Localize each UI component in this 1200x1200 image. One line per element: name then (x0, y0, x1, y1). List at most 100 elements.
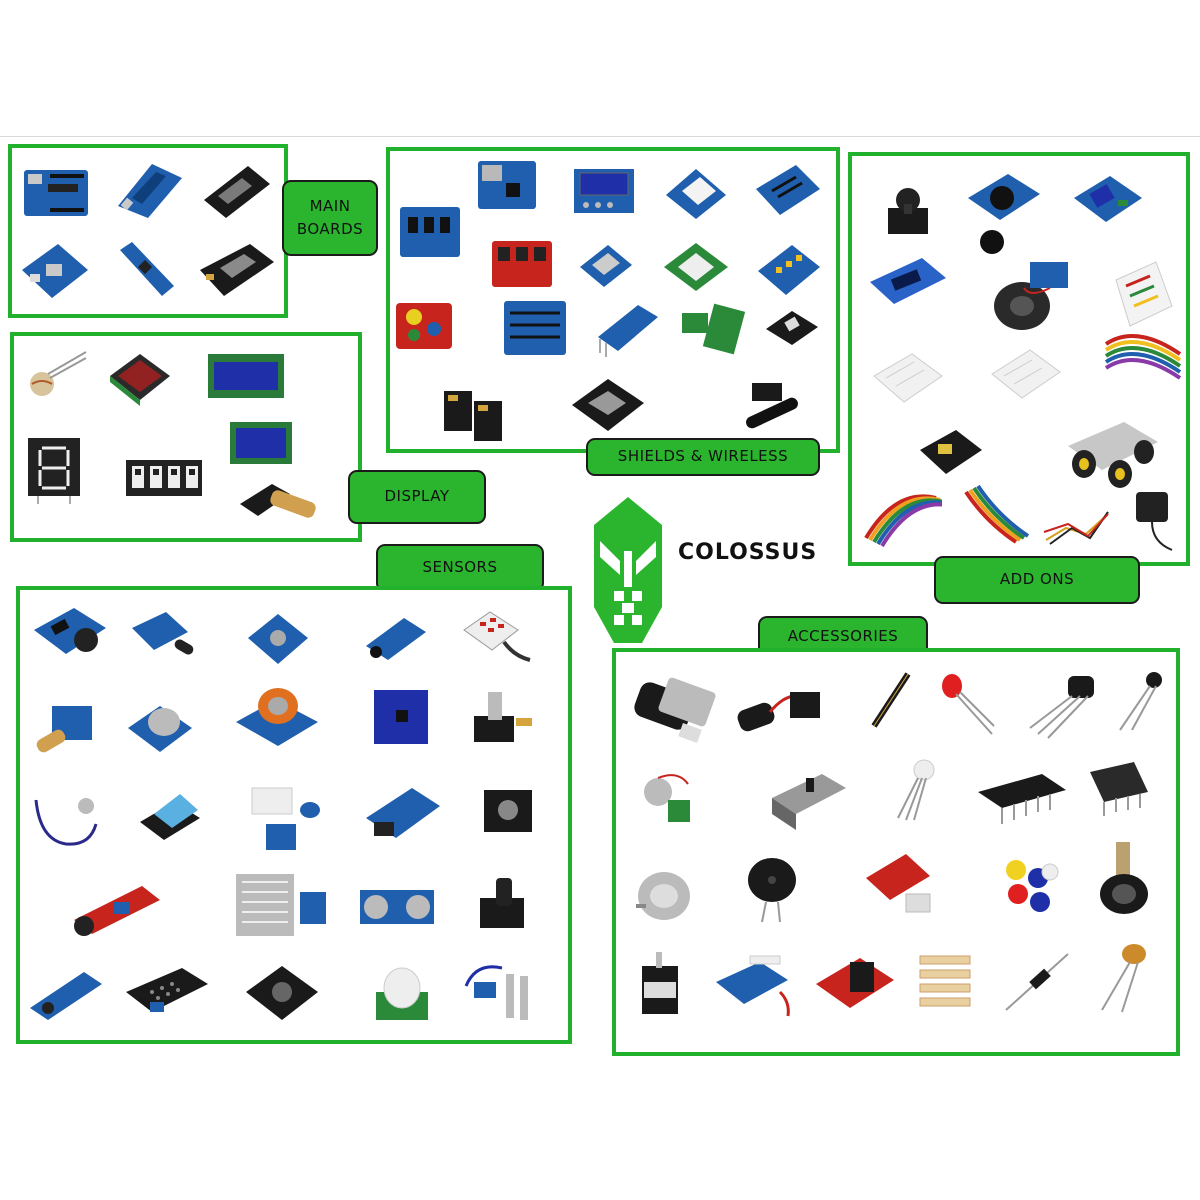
nodemcu-board-icon (196, 240, 276, 302)
sensor-shield-v5-icon (500, 297, 572, 359)
main-boards-panel (8, 144, 288, 318)
sensor-shield-icon (750, 159, 822, 221)
camera-module-icon (964, 168, 1044, 258)
ir-sensor-icon (128, 608, 200, 670)
io-expansion-shield-icon (752, 239, 824, 301)
l298n-driver-icon (810, 948, 898, 1020)
brand-name: COLOSSUS (678, 540, 818, 565)
robot-car-chassis-icon (1060, 412, 1164, 488)
shields-wireless-tag: SHIELDS & WIRELESS (586, 438, 820, 476)
dupont-wires-icon (858, 488, 942, 550)
servo-motor-icon (710, 952, 796, 1022)
rain-sensor-icon (232, 868, 332, 948)
ribbon-cable-icon (1100, 324, 1186, 392)
rtc-module-icon (30, 604, 110, 664)
dupont-wires-bundle-icon (956, 482, 1030, 552)
sd-card-module-icon (576, 237, 636, 293)
gy-module-icon (242, 608, 314, 670)
colossus-helmet-logo (590, 495, 666, 649)
sensors-tag: SENSORS (376, 544, 544, 592)
keypad-icon (460, 608, 538, 674)
ic-chip-icon (972, 768, 1072, 832)
led-icon (936, 672, 996, 738)
ldr-sensor-icon (20, 346, 92, 408)
pir-sensor-icon (368, 962, 440, 1024)
stepper-driver-board-icon (636, 768, 698, 832)
power-adapter-icon (1124, 486, 1184, 554)
resistors-icon (912, 948, 978, 1024)
mpu6050-icon (368, 686, 440, 748)
relay-board-icon (242, 958, 322, 1026)
laser-receiver-icon (32, 698, 104, 760)
led-matrix-module-icon (104, 346, 176, 408)
transistor-icon (1022, 672, 1106, 742)
nrf24-pair-icon (440, 385, 512, 447)
ic-chip-small-icon (1084, 756, 1154, 822)
esp8266-module-icon (568, 373, 648, 439)
heartbeat-sensor-icon (30, 790, 102, 852)
hc05-bluetooth-icon (592, 297, 664, 359)
dc-motor-icon (630, 862, 698, 928)
header-divider (0, 136, 1200, 137)
buzzer-icon (740, 852, 802, 924)
rgb-led-icon (888, 758, 944, 822)
push-buttons-icon (992, 852, 1066, 922)
line-tracker-icon (26, 962, 106, 1028)
hall-sensor-icon (474, 780, 546, 842)
potentiometer-icon (1086, 838, 1158, 922)
add-ons-panel (848, 152, 1190, 566)
display-panel (10, 332, 362, 542)
slide-switch-icon (766, 768, 852, 838)
flame-sensor-icon (360, 608, 432, 670)
speaker-icon (980, 256, 1080, 336)
esp32-board-icon (200, 160, 272, 222)
relay-module-icon (1070, 172, 1146, 234)
four-digit-display-icon (124, 454, 204, 504)
jumper-wire-kit-icon (1110, 256, 1176, 336)
nrf24l01-module-icon (762, 301, 824, 351)
dht11-icon (134, 786, 206, 848)
power-supply-module-icon (916, 426, 986, 482)
arduino-mega-board-icon (112, 158, 184, 220)
motor-shield-icon (394, 201, 466, 263)
usb-flash-drive-icon (628, 676, 720, 752)
sound-sensor-icon (68, 876, 164, 942)
limit-switch-module-icon (362, 778, 446, 852)
mq-gas-sensor-icon (124, 698, 196, 760)
lcd-2004-icon (228, 420, 294, 466)
sensors-panel (16, 586, 572, 1044)
proto-shield-icon (660, 161, 732, 223)
diode-icon (1000, 950, 1074, 1014)
rfid-kit-icon (244, 784, 332, 856)
battery-clip-icon (730, 672, 826, 744)
ultrasonic-sensor-icon (356, 880, 438, 940)
soil-moisture-sensor-icon (460, 956, 540, 1028)
a4988-driver-icon (860, 848, 944, 920)
accessories-panel (612, 648, 1180, 1056)
ethernet-shield-icon (472, 153, 544, 215)
rf-433-module-icon (674, 297, 746, 359)
arduino-nano-board-icon (110, 238, 182, 300)
breadboard-half-icon (988, 342, 1064, 406)
stepper-motor-icon (630, 948, 686, 1024)
joystick-module-icon (874, 178, 946, 240)
seven-segment-digit-icon (24, 434, 84, 504)
rotary-encoder-icon (468, 688, 540, 750)
breadboard-icon (870, 346, 946, 410)
lcd-keypad-shield-icon (572, 165, 636, 217)
joystick-shield-icon (392, 293, 456, 355)
cnc-shield-icon (486, 233, 558, 295)
thermistor-icon (1112, 668, 1172, 734)
arduino-uno-board-icon (20, 162, 92, 224)
shields-wireless-panel (386, 147, 840, 453)
ceramic-capacitor-icon (1096, 940, 1162, 1016)
tilt-switch-icon (472, 874, 544, 936)
mini-breadboard-shield-icon (660, 235, 732, 297)
pin-header-icon (862, 668, 922, 732)
antenna-module-icon (738, 377, 806, 437)
wemos-d1-board-icon (18, 240, 90, 302)
display-tag: DISPLAY (348, 470, 486, 524)
add-ons-tag: ADD ONS (934, 556, 1140, 604)
laser-module-icon (236, 476, 324, 532)
mq3-sensor-icon (232, 682, 322, 752)
